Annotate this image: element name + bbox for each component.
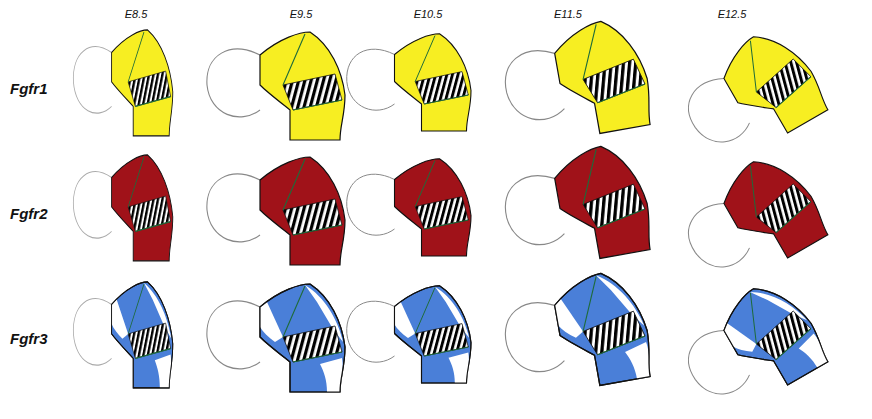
body-outline: [551, 267, 656, 391]
gene-label: Fgfr1: [10, 80, 48, 97]
somite-hatching: [415, 72, 468, 104]
somite-hatching: [283, 74, 342, 110]
expression-domain: [260, 157, 345, 265]
body-outline: [713, 273, 832, 400]
boundary-line: [574, 270, 647, 357]
somite-hatching: [581, 183, 647, 230]
boundary-line: [415, 161, 468, 229]
somite-hatching: [283, 326, 342, 362]
unlabelled-region: [554, 296, 584, 340]
boundary-line: [574, 18, 647, 105]
boundary-line: [415, 288, 468, 356]
head-outline: [207, 301, 260, 369]
somite-hatching: [751, 181, 815, 237]
somite-hatching: [415, 197, 468, 229]
expression-domain: [395, 159, 472, 256]
expression-domain: [112, 30, 173, 136]
boundary-line: [128, 284, 170, 358]
expression-domain: [395, 286, 472, 383]
embryo-panel: [347, 34, 471, 131]
stage-label: E8.5: [125, 8, 148, 20]
expression-domain: [713, 21, 832, 148]
expression-domain: [713, 273, 832, 400]
unlabelled-region: [260, 302, 283, 342]
embryo-panel: [73, 155, 172, 261]
embryo-panel: [347, 286, 471, 383]
boundary-line: [128, 157, 170, 231]
embryo-panel: [207, 157, 345, 265]
unlabelled-region: [155, 354, 171, 387]
boundary-line: [733, 276, 816, 365]
expression-domain: [260, 284, 345, 392]
expression-domain: [112, 282, 173, 388]
body-outline: [260, 284, 345, 392]
expression-domain: [551, 140, 656, 264]
expression-domain: [551, 267, 656, 391]
boundary-line: [283, 286, 342, 362]
expression-domain: [395, 34, 472, 131]
expression-domain: [260, 32, 345, 140]
boundary-line: [283, 159, 342, 235]
somite-hatching: [415, 324, 468, 356]
embryo-panel: [207, 32, 345, 140]
somite-hatching: [581, 310, 647, 357]
boundary-line: [574, 143, 647, 230]
somite-hatching: [751, 308, 815, 364]
expression-domain: [551, 15, 656, 139]
body-outline: [395, 286, 472, 383]
somite-hatching: [128, 71, 170, 106]
embryo-panel: [73, 30, 172, 136]
gene-label: Fgfr3: [10, 330, 48, 347]
boundary-line: [733, 149, 816, 238]
stage-label: E12.5: [718, 8, 747, 20]
embryo-panel: [670, 273, 831, 419]
unlabelled-region: [395, 302, 416, 338]
somite-hatching: [128, 196, 170, 231]
head-outline: [73, 172, 111, 238]
body-outline: [112, 282, 173, 388]
head-outline: [207, 174, 260, 242]
unlabelled-region: [449, 352, 469, 383]
stage-label: E9.5: [290, 8, 313, 20]
expression-domain: [713, 146, 832, 273]
head-outline: [347, 301, 395, 362]
unlabelled-region: [796, 333, 830, 371]
expression-domain: [112, 155, 173, 261]
head-outline: [73, 299, 111, 365]
somite-hatching: [283, 199, 342, 235]
stage-label: E10.5: [414, 8, 443, 20]
head-outline: [347, 49, 395, 110]
boundary-line: [733, 24, 816, 113]
embryo-panel: [670, 146, 831, 297]
unlabelled-region: [320, 358, 343, 392]
embryo-panel: [497, 267, 655, 400]
head-outline: [347, 174, 395, 235]
embryo-panel: [497, 15, 655, 148]
gene-label: Fgfr2: [10, 205, 48, 222]
embryo-panel: [497, 140, 655, 273]
somite-hatching: [751, 56, 815, 112]
somite-hatching: [128, 323, 170, 358]
boundary-line: [128, 32, 170, 106]
somite-hatching: [581, 58, 647, 105]
head-outline: [207, 49, 260, 117]
head-outline: [73, 47, 111, 113]
embryo-panel: [207, 284, 345, 392]
boundary-line: [283, 34, 342, 110]
stage-label: E11.5: [554, 8, 582, 20]
embryo-panel: [347, 159, 471, 256]
unlabelled-region: [112, 300, 129, 339]
embryo-panel: [73, 282, 172, 388]
embryo-panel: [670, 21, 831, 172]
boundary-line: [415, 36, 468, 104]
